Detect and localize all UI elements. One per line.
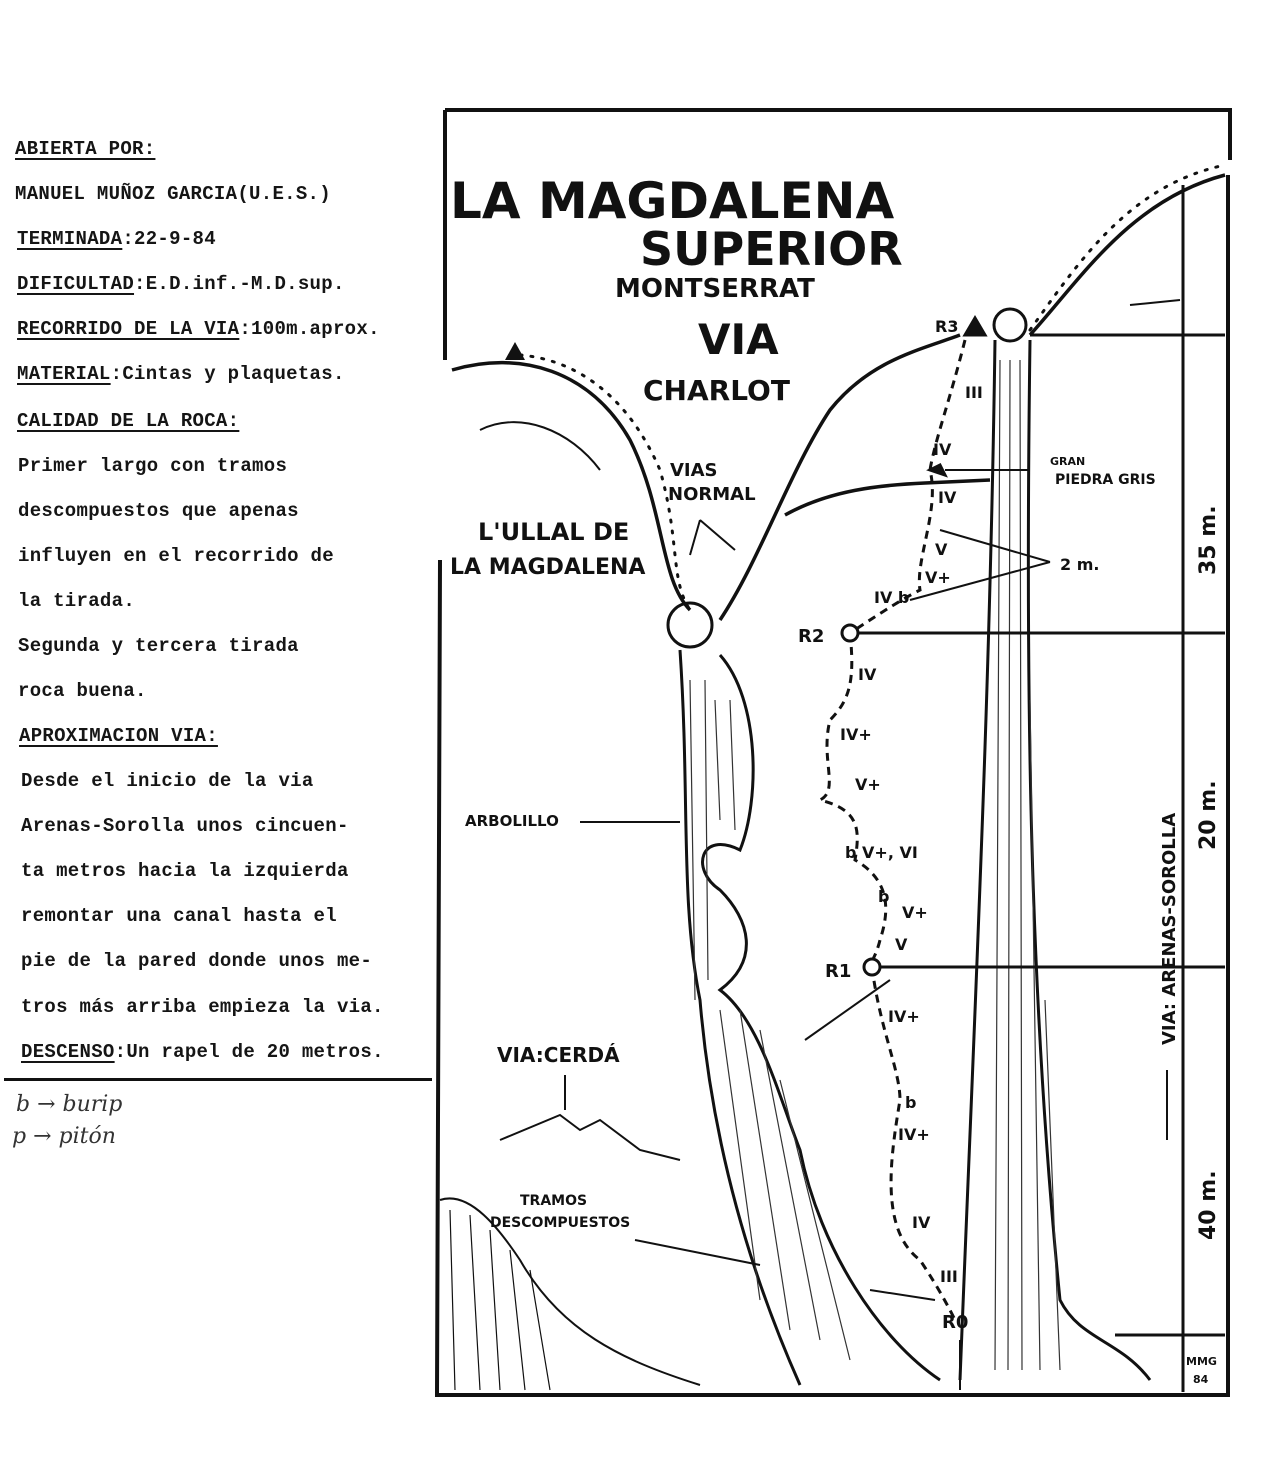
topo-route-word: VIA <box>698 315 779 364</box>
grade-label: III <box>965 383 983 402</box>
rock-line: la tirada. <box>18 590 136 612</box>
grade-label: IV <box>912 1213 931 1232</box>
grade-label: V+ <box>902 903 928 922</box>
ullal-label: LA MAGDALENA <box>450 555 645 580</box>
height-40m: 40 m. <box>1196 1170 1221 1240</box>
grade-label: b <box>878 887 889 906</box>
legend-bolt: b → burip <box>16 1092 123 1117</box>
grade-label: V+ <box>855 775 881 794</box>
grade-label: IV+ <box>888 1007 920 1026</box>
topo-location: MONTSERRAT <box>615 274 815 304</box>
length-field: RECORRIDO DE LA VIA:100m.aprox. <box>17 318 380 340</box>
tramos-label: DESCOMPUESTOS <box>490 1215 630 1231</box>
belay-r1: R1 <box>825 961 851 982</box>
pointer-arrows <box>564 469 1168 1390</box>
approach-line: ta metros hacia la izquierda <box>21 860 349 882</box>
foreground-ridge <box>439 1113 701 1391</box>
topo-title-line2: SUPERIOR <box>640 222 903 276</box>
arenas-sorolla-label: VIA: ARENAS-SOROLLA <box>1159 813 1180 1045</box>
approach-label: APROXIMACION VIA: <box>19 725 218 747</box>
left-pillar <box>666 601 941 1386</box>
belay-r2: R2 <box>798 626 824 647</box>
divider <box>4 1078 432 1081</box>
vias-normal-label: NORMAL <box>668 484 756 505</box>
topo-frame <box>434 108 1232 1397</box>
grade-label: III <box>940 1267 958 1286</box>
ullal-label: L'ULLAL DE <box>478 518 629 546</box>
approach-line: Arenas-Sorolla unos cincuen- <box>21 815 349 837</box>
height-20m: 20 m. <box>1196 780 1221 850</box>
grade-label: V <box>935 540 948 559</box>
descent-field: DESCENSO:Un rapel de 20 metros. <box>21 1041 384 1063</box>
dotted-ridge <box>518 163 1227 612</box>
grade-label: b V+, VI <box>845 843 918 862</box>
gran-piedra-label: GRAN <box>1050 455 1085 468</box>
grade-label: V <box>895 935 908 954</box>
rock-quality-label: CALIDAD DE LA ROCA: <box>17 410 240 432</box>
finished-field: TERMINADA:22-9-84 <box>17 228 216 250</box>
skyline <box>451 173 1226 621</box>
belay-markers <box>840 315 988 977</box>
difficulty-field: DIFICULTAD:E.D.inf.-M.D.sup. <box>17 273 345 295</box>
via-cerda-label: VIA:CERDÁ <box>497 1043 620 1067</box>
grade-label: IV+ <box>898 1125 930 1144</box>
tramos-label: TRAMOS <box>520 1193 587 1209</box>
rock-line: roca buena. <box>18 680 147 702</box>
grade-label: IV b <box>874 588 909 607</box>
grade-label: IV+ <box>840 725 872 744</box>
opened-by-label: ABIERTA POR: <box>15 138 156 160</box>
topo-title-line1: LA MAGDALENA <box>450 172 895 230</box>
signature: MMG <box>1186 1355 1217 1368</box>
material-field: MATERIAL:Cintas y plaquetas. <box>17 363 345 385</box>
vias-normal-label: VIAS <box>670 460 718 481</box>
height-35m: 35 m. <box>1196 505 1221 575</box>
approach-line: Desde el inicio de la via <box>21 770 314 792</box>
rock-line: Segunda y tercera tirada <box>18 635 299 657</box>
signature: 84 <box>1193 1373 1209 1386</box>
route-line <box>815 339 967 1321</box>
opened-by-value: MANUEL MUÑOZ GARCIA(U.E.S.) <box>15 183 331 205</box>
grade-label: V+ <box>925 568 951 587</box>
approach-line: pie de la pared donde unos me- <box>21 950 373 972</box>
summit-marker-left <box>505 342 525 360</box>
grade-label: IV <box>933 440 952 459</box>
topo-route-name: CHARLOT <box>643 374 790 407</box>
legend-piton: p → pitón <box>12 1124 116 1149</box>
approach-line: tros más arriba empieza la via. <box>21 996 384 1018</box>
left-pillar-hatching <box>689 679 851 1361</box>
two-m-label: 2 m. <box>1060 555 1099 574</box>
grade-label: IV <box>858 665 877 684</box>
grade-label: b <box>905 1093 916 1112</box>
right-tower-hatching <box>994 359 1061 1371</box>
rock-line: Primer largo con tramos <box>18 455 288 477</box>
approach-line: remontar una canal hasta el <box>21 905 337 927</box>
arbolillo-label: ARBOLILLO <box>465 812 559 830</box>
belay-r3: R3 <box>935 317 958 336</box>
rock-line: influyen en el recorrido de <box>18 545 334 567</box>
belay-r0: R0 <box>942 1312 968 1333</box>
height-axis <box>850 185 1225 1392</box>
gran-piedra-label: PIEDRA GRIS <box>1055 472 1156 488</box>
grade-label: IV <box>938 488 957 507</box>
grade-labels: III IV IV V IV b V+ IV IV+ V+ b V+, VI b… <box>840 383 983 1286</box>
rock-line: descompuestos que apenas <box>18 500 299 522</box>
